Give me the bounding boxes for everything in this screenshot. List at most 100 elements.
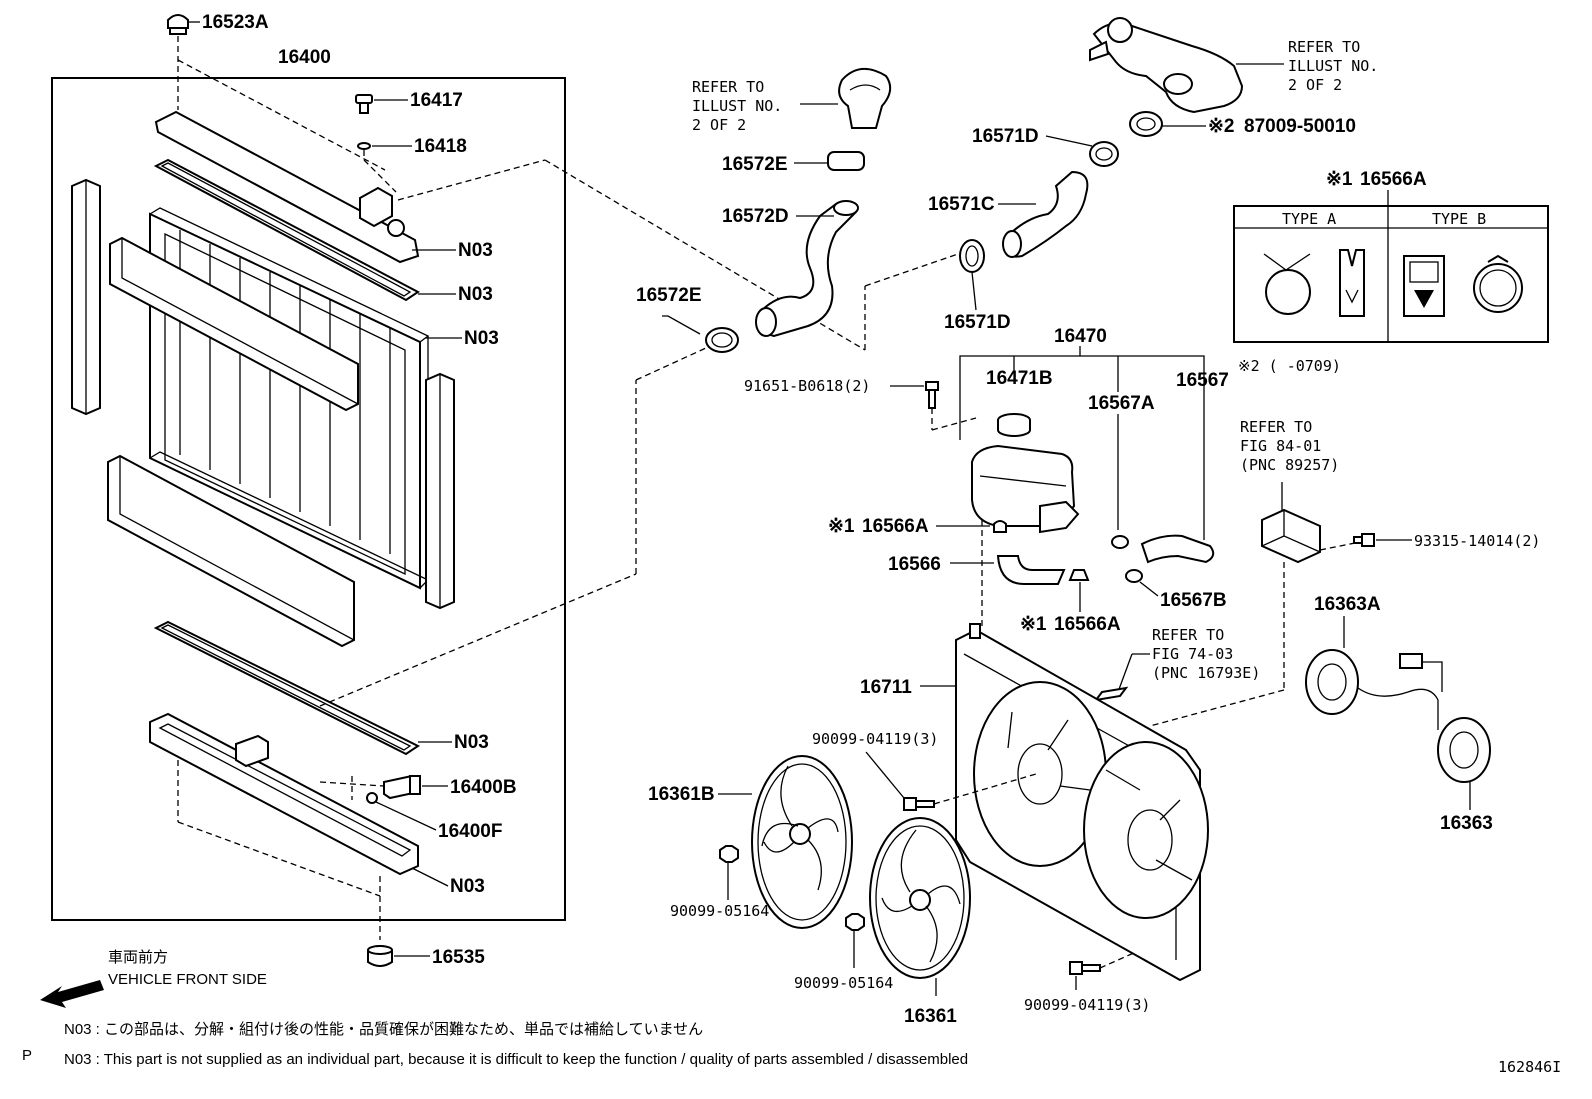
- page-marker: P: [22, 1047, 32, 1064]
- label-16571C: 16571C: [928, 194, 995, 215]
- lower-gasket[interactable]: [153, 620, 452, 756]
- clamp-16571D[interactable]: [959, 239, 985, 311]
- label-91651-B0618: 91651-B0618(2): [744, 377, 870, 395]
- label-16572E-top: 16572E: [722, 154, 788, 175]
- footnote-en: N03 : This part is not supplied as an in…: [64, 1051, 968, 1068]
- table-type-a: TYPE A: [1282, 210, 1336, 228]
- upper-tank[interactable]: [154, 110, 456, 264]
- label-16567: 16567: [1176, 370, 1229, 391]
- bolt-90099-04119-top[interactable]: [903, 797, 935, 811]
- hose-16567[interactable]: [1111, 534, 1215, 564]
- label-90099-04119-bottom: 90099-04119(3): [1024, 996, 1150, 1014]
- label-90099-04119-top: 90099-04119(3): [812, 730, 938, 748]
- label-16571D-top: 16571D: [972, 126, 1039, 147]
- label-16400F: 16400F: [438, 821, 502, 842]
- hose-16571C[interactable]: [998, 170, 1089, 258]
- label-16471B: 16471B: [986, 368, 1053, 389]
- label-16417: 16417: [410, 90, 463, 111]
- label-16361: 16361: [904, 1006, 957, 1027]
- refer-note-4: REFER TO FIG 74-03 (PNC 16793E): [1152, 626, 1260, 682]
- label-16566A-2: 16566A: [1054, 614, 1121, 635]
- upper-gasket[interactable]: [153, 158, 456, 302]
- refer-note-3: REFER TO FIG 84-01 (PNC 89257): [1240, 418, 1339, 474]
- refer-note-1: REFER TO ILLUST NO. 2 OF 2: [692, 78, 791, 134]
- label-16572D: 16572D: [722, 206, 789, 227]
- cushion-16535[interactable]: [367, 945, 430, 967]
- drain-cock-16400B[interactable]: [383, 774, 448, 800]
- label-16566: 16566: [888, 554, 941, 575]
- nut-90099-05164-a[interactable]: [719, 845, 739, 900]
- hose-16566[interactable]: [950, 555, 1066, 585]
- label-90099-05164-b: 90099-05164: [794, 974, 893, 992]
- bolt-93315-14014[interactable]: [1353, 533, 1412, 547]
- clamp-16566A-1[interactable]: [936, 520, 1007, 533]
- fan-motor-16363A[interactable]: [1305, 649, 1443, 730]
- refer-note-2: REFER TO ILLUST NO. 2 OF 2: [1288, 38, 1387, 94]
- label-mark1-a: ※1: [828, 516, 855, 537]
- label-16470: 16470: [1054, 326, 1107, 347]
- fan-16361[interactable]: [869, 817, 971, 979]
- label-n03-lower-gasket: N03: [454, 732, 489, 753]
- label-mark1-header: ※1: [1326, 169, 1353, 190]
- fan-controller: [1261, 508, 1321, 564]
- label-16418: 16418: [414, 136, 467, 157]
- label-16363A: 16363A: [1314, 594, 1381, 615]
- label-n03-lower-tank: N03: [450, 876, 485, 897]
- label-16361B: 16361B: [648, 784, 715, 805]
- label-16363: 16363: [1440, 813, 1493, 834]
- label-n03-core: N03: [464, 328, 499, 349]
- table-type-b: TYPE B: [1432, 210, 1486, 228]
- label-16400B: 16400B: [450, 777, 517, 798]
- clamp-16567B[interactable]: [1125, 569, 1159, 597]
- label-87009-50010: 87009-50010: [1244, 116, 1356, 137]
- label-16566A-1: 16566A: [862, 516, 929, 537]
- o-ring-16418[interactable]: [357, 142, 412, 150]
- clamp-type-table: [1233, 205, 1549, 343]
- label-mark2-date: ※2 ( -0709): [1238, 357, 1341, 375]
- left-side-seal[interactable]: [71, 178, 101, 416]
- nut-90099-05164-b[interactable]: [845, 913, 865, 968]
- fan-16361B[interactable]: [751, 755, 853, 929]
- label-16572E: 16572E: [636, 285, 702, 306]
- hose-16572D[interactable]: [755, 200, 859, 338]
- diagram-id: 162846I: [1498, 1058, 1561, 1076]
- clamp-87009-50010[interactable]: [1129, 111, 1206, 137]
- label-16567A: 16567A: [1088, 393, 1155, 414]
- reservoir-cap-16471B[interactable]: [997, 413, 1031, 437]
- clamp-16572E[interactable]: [662, 315, 739, 353]
- label-16711: 16711: [860, 677, 912, 698]
- right-side-seal[interactable]: [425, 372, 455, 610]
- reservoir-tank[interactable]: [971, 444, 1080, 534]
- bolt-91651-B0618[interactable]: [890, 381, 939, 409]
- vehicle-front-arrow: [40, 980, 104, 1008]
- front-indicator-jp: 車両前方: [108, 949, 168, 966]
- radiator-cap-16523A[interactable]: [167, 14, 200, 35]
- clamp-16571D-top[interactable]: [1045, 135, 1119, 167]
- label-16523A: 16523A: [202, 12, 269, 33]
- front-indicator-en: VEHICLE FRONT SIDE: [108, 971, 267, 988]
- label-16535: 16535: [432, 947, 485, 968]
- label-mark1-b: ※1: [1020, 614, 1047, 635]
- upper-seal-strip[interactable]: [109, 236, 359, 412]
- label-93315-14014: 93315-14014(2): [1414, 532, 1540, 550]
- clamp-16572E-top[interactable]: [794, 151, 865, 171]
- footnote-jp: N03 : この部品は、分解・組付け後の性能・品質確保が困難なため、単品では補給…: [64, 1020, 703, 1038]
- water-outlet-housing: [1089, 17, 1284, 114]
- label-16571D: 16571D: [944, 312, 1011, 333]
- fan-motor-16363[interactable]: [1437, 717, 1491, 783]
- radiator-assembly-frame: [51, 77, 566, 921]
- label-n03-upper-gasket: N03: [458, 284, 493, 305]
- o-ring-16400F[interactable]: [366, 792, 437, 831]
- bolt-90099-04119-bottom[interactable]: [1069, 961, 1101, 990]
- fan-shroud-16711[interactable]: [955, 623, 1209, 982]
- label-90099-05164-a: 90099-05164: [670, 902, 769, 920]
- thermostat-housing: [800, 68, 892, 129]
- drain-plug-16417[interactable]: [355, 94, 408, 114]
- lower-seal-strip[interactable]: [107, 454, 355, 648]
- clamp-16566A-2[interactable]: [1068, 569, 1090, 612]
- label-16567B: 16567B: [1160, 590, 1227, 611]
- label-16400: 16400: [278, 47, 331, 68]
- label-mark2: ※2: [1208, 116, 1235, 137]
- lower-tank[interactable]: [149, 712, 449, 887]
